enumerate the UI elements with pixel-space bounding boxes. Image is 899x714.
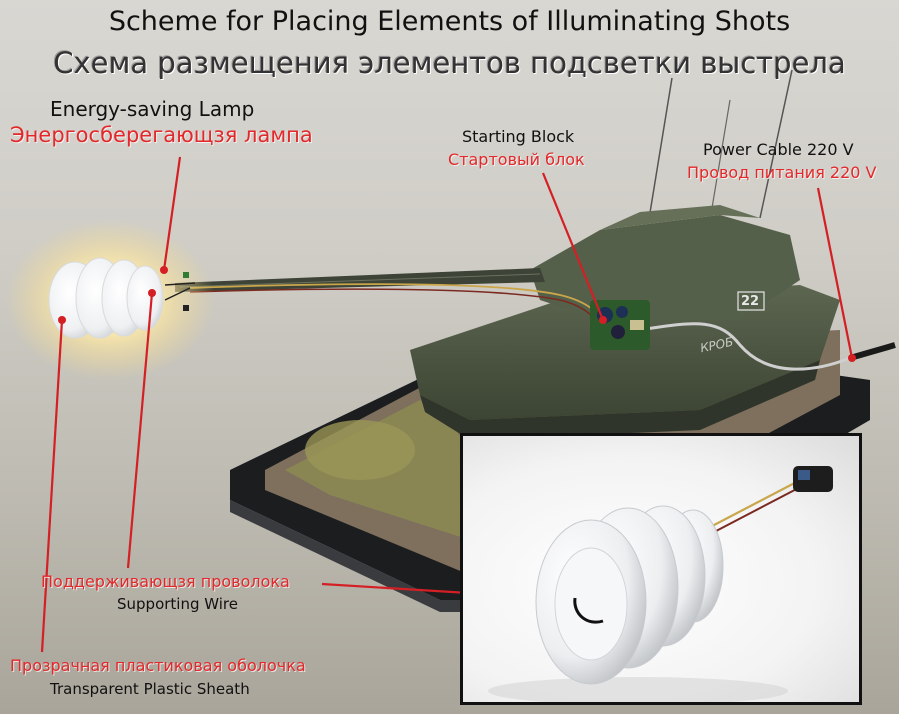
leader-line-starting-block <box>541 172 605 321</box>
tank-turret <box>530 215 800 320</box>
label-lamp-english: Energy-saving Lamp <box>50 97 255 121</box>
antenna <box>709 99 731 221</box>
antenna <box>647 77 673 226</box>
lamp-closeup-inset <box>460 433 862 705</box>
power-cable-plug <box>849 342 896 361</box>
leader-line-supporting-wire <box>126 292 154 569</box>
grass-tuft <box>305 420 415 480</box>
title-russian: Схема размещения элементов подсветки выс… <box>53 46 846 80</box>
leader-line-power-cable <box>816 187 854 359</box>
leader-line-plastic-sheath <box>40 319 64 653</box>
capacitor <box>611 325 625 339</box>
lamp-closeup <box>488 466 833 705</box>
lamp-wire <box>189 283 606 326</box>
turret-number: 22 <box>741 294 760 309</box>
leader-lines <box>40 156 854 653</box>
energy-saving-lamp <box>48 257 164 339</box>
lamp-connector <box>183 305 189 311</box>
lamp-lead <box>164 282 196 286</box>
leader-line-lamp <box>162 156 182 271</box>
lamp-wire <box>189 288 603 331</box>
capacitor <box>616 306 628 318</box>
label-starting-block-russian: Стартовый блок <box>448 150 585 169</box>
turret-number-frame <box>737 291 765 311</box>
resistor <box>630 320 644 330</box>
gun-barrel-highlight <box>179 273 541 288</box>
power-cable <box>639 322 896 371</box>
label-power-cable-russian: Провод питания 220 V <box>687 163 877 182</box>
label-supporting-wire-english: Supporting Wire <box>117 595 238 613</box>
label-starting-block-english: Starting Block <box>462 127 575 146</box>
lamp-connector <box>183 272 189 278</box>
supporting-wire-closeup <box>573 597 604 624</box>
label-supporting-wire-russian: Поддерживающзя проволока <box>41 572 290 591</box>
label-lamp-russian: Энергосберегающзя лампа <box>10 123 313 147</box>
lamp-lead <box>164 287 191 301</box>
label-plastic-sheath-russian: Прозрачная пластиковая оболочка <box>10 656 306 675</box>
label-power-cable-english: Power Cable 220 V <box>703 140 854 159</box>
tank-tracks <box>420 360 820 440</box>
turret-hatch <box>600 205 760 230</box>
antenna <box>759 69 793 219</box>
title-english: Scheme for Placing Elements of Illuminat… <box>108 6 791 37</box>
label-plastic-sheath-english: Transparent Plastic Sheath <box>50 680 250 698</box>
